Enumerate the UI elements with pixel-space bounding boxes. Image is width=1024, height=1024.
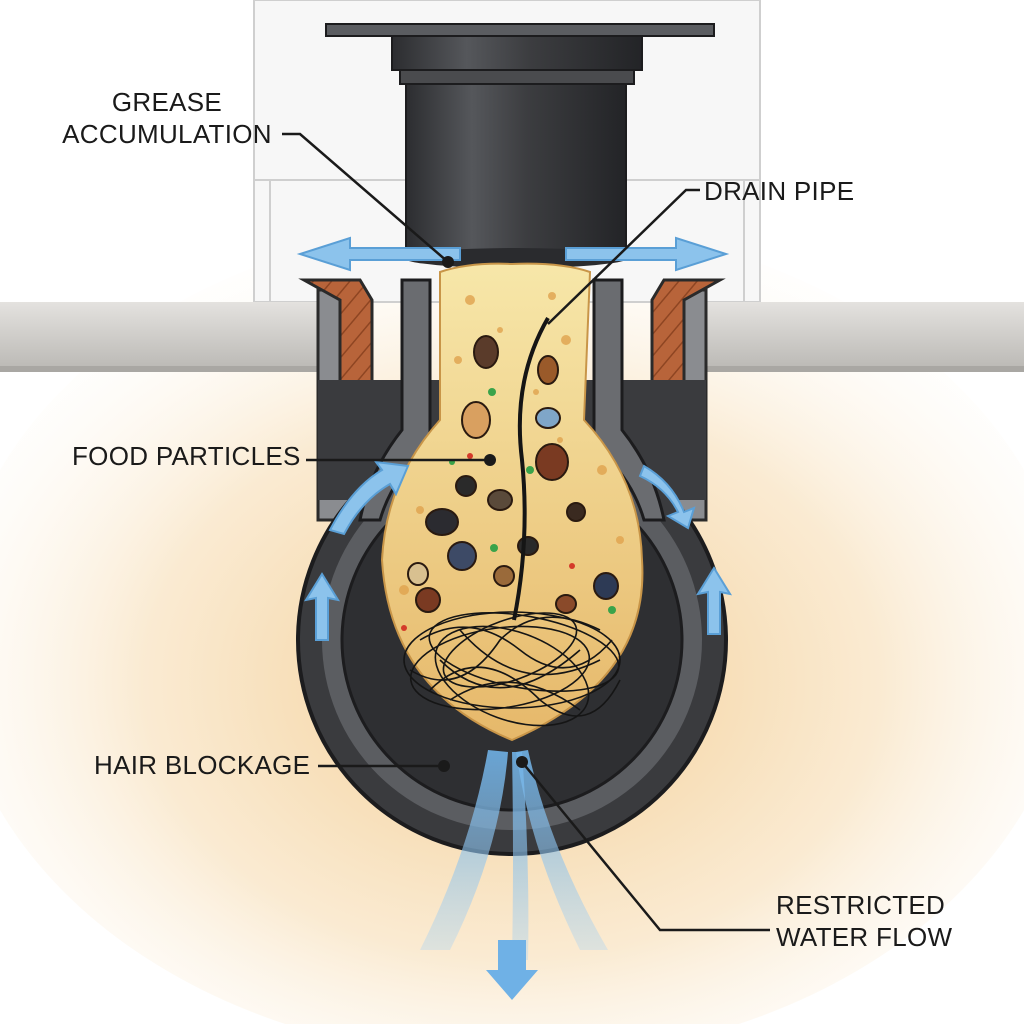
- flow-arrow-icon: [303, 572, 341, 641]
- restricted-water-flow: [420, 750, 608, 1000]
- flow-arrow-icon: [565, 236, 730, 272]
- down-arrow-icon: [486, 940, 538, 1000]
- countertop: [0, 302, 1024, 372]
- drain-pipe-leader: [547, 188, 700, 325]
- hair-strand: [512, 316, 550, 621]
- flow-arrow-icon: [328, 460, 410, 536]
- clog-mass: [380, 262, 644, 742]
- food-particles-label: FOOD PARTICLES: [72, 441, 301, 471]
- flow-arrow-icon: [638, 464, 696, 530]
- flow-arrow-icon: [695, 566, 733, 635]
- hair-blockage-label: HAIR BLOCKAGE: [94, 750, 311, 780]
- flow-arrow-icon: [296, 236, 461, 272]
- grease-accumulation-label: GREASE ACCUMULATION: [62, 86, 272, 150]
- grease-label-line-2: ACCUMULATION: [62, 119, 272, 149]
- grease-label-line-1: GREASE: [111, 87, 223, 117]
- restricted-water-flow-label: RESTRICTED WATER FLOW: [776, 889, 952, 953]
- flow-arrows: [296, 236, 733, 641]
- food-particles: [407, 335, 619, 614]
- restricted-label-line-2: WATER FLOW: [776, 922, 953, 952]
- drain-pipe-label: DRAIN PIPE: [704, 176, 855, 206]
- leader-lines: [282, 132, 770, 932]
- leader-dots: [438, 256, 528, 772]
- restricted-label-line-1: RESTRICTED: [776, 890, 946, 920]
- restricted-flow-leader: [521, 761, 770, 932]
- grease-leader: [282, 132, 449, 263]
- hair-tangle: [403, 611, 621, 727]
